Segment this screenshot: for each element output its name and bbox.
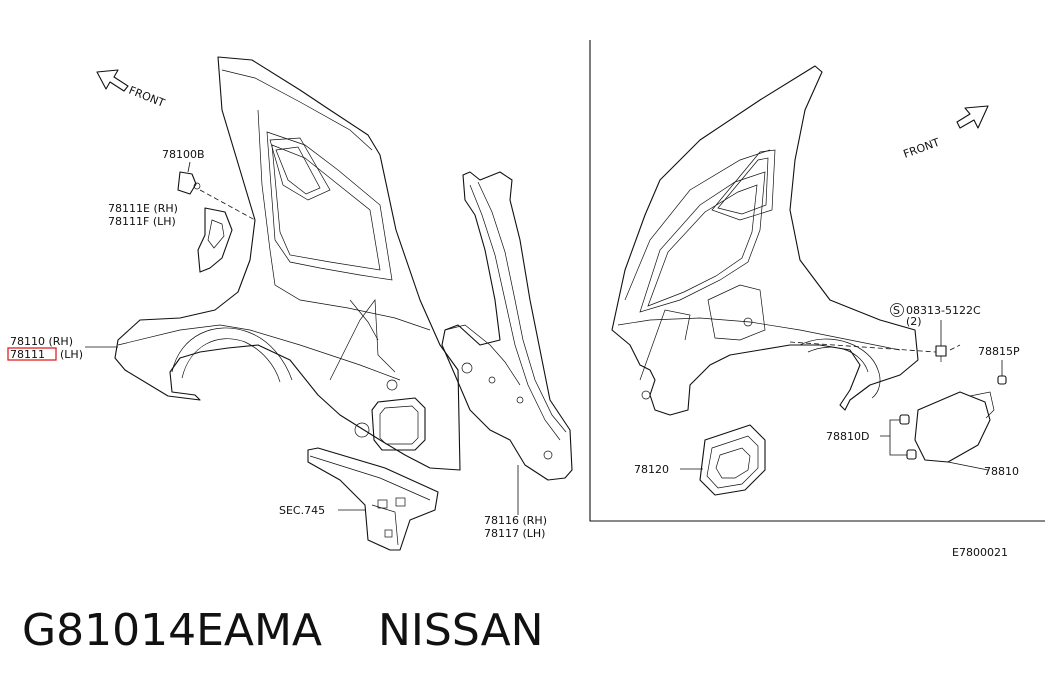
highlight-78111 — [7, 347, 57, 361]
label-78111: 78111 — [10, 348, 45, 361]
fuel-lid-78810 — [914, 391, 995, 471]
front-arrow-left: FRONT — [96, 69, 167, 110]
rear-quarter-inner-view — [611, 65, 919, 416]
diagram-code: E7800021 — [952, 546, 1008, 559]
rear-quarter-outer-panel — [114, 56, 461, 471]
filler-base-78120 — [680, 424, 766, 496]
label-78117: 78117 (LH) — [484, 527, 545, 540]
label-78810: 78810 — [984, 465, 1019, 478]
front-arrow-right: FRONT — [902, 105, 989, 161]
brand-caption: NISSAN — [378, 605, 544, 656]
label-78111-lh: (LH) — [60, 348, 83, 361]
label-08313: 08313-5122C — [906, 304, 981, 317]
label-08313-s: S — [893, 304, 900, 317]
label-78815P: 78815P — [978, 345, 1020, 358]
label-78116: 78116 (RH) — [484, 514, 547, 527]
s-mark-icon — [890, 303, 904, 317]
label-78111F: 78111F (LH) — [108, 215, 176, 228]
right-panel-frame — [589, 40, 1045, 522]
floor-rear-part-sec745 — [307, 447, 439, 551]
inner-pillar-78116-78117 — [441, 171, 573, 481]
bracket-78111E-F — [197, 189, 256, 273]
label-78120: 78120 — [634, 463, 669, 476]
label-08313-qty: (2) — [906, 315, 922, 328]
bumper-78815P — [997, 360, 1007, 385]
front-label-left: FRONT — [127, 84, 167, 110]
label-78110: 78110 (RH) — [10, 335, 73, 348]
front-label-right: FRONT — [902, 136, 942, 161]
part-number-caption: G81014EAMA — [22, 605, 322, 656]
label-78100B: 78100B — [162, 148, 205, 161]
hinge-78810D — [880, 414, 917, 460]
label-sec745: SEC.745 — [279, 504, 325, 517]
clip-78100B — [177, 161, 201, 195]
label-78111E: 78111E (RH) — [108, 202, 178, 215]
label-78810D: 78810D — [826, 430, 869, 443]
screws-08313-5122C — [789, 320, 961, 362]
